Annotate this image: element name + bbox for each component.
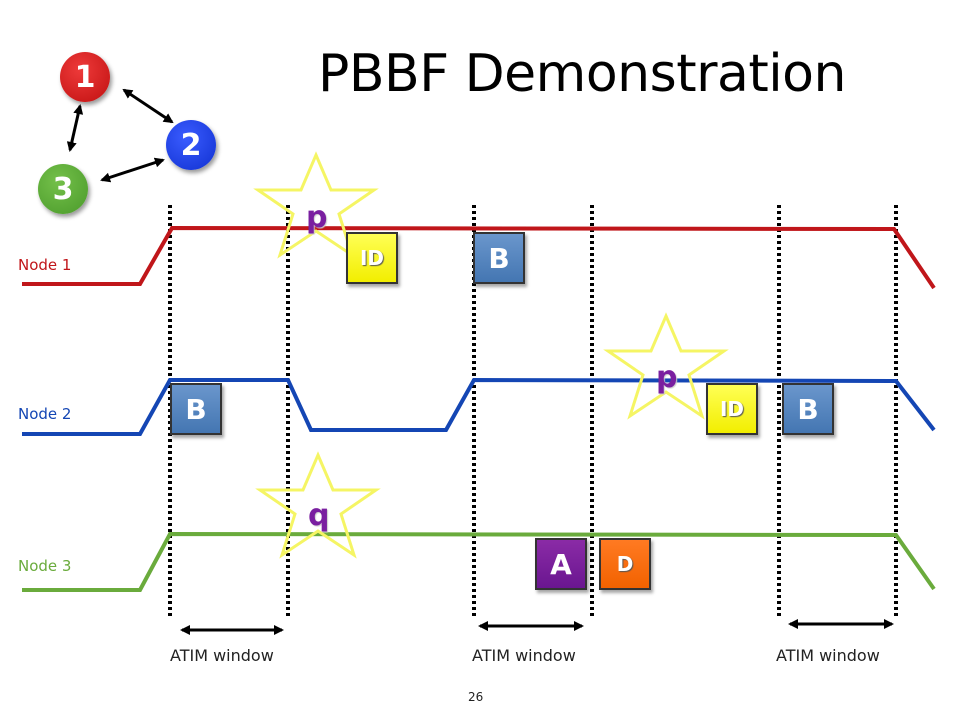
node-2-signal: [22, 377, 936, 436]
node-2-b-packet-2: B: [782, 383, 834, 435]
topology-node-1: 1: [60, 52, 110, 102]
star-p-node-2: [603, 312, 729, 420]
node-3-a-packet: A: [535, 538, 587, 590]
node-2-id-packet: ID: [706, 383, 758, 435]
star-p-node-1: [253, 151, 379, 259]
slide-title: PBBF Demonstration: [318, 44, 846, 104]
node-2-label: Node 2: [18, 405, 72, 423]
atim-arrows: [180, 619, 894, 635]
atim-window-label-3: ATIM window: [776, 646, 880, 665]
node-2-b-packet-1: B: [170, 383, 222, 435]
node-3-signal: [22, 531, 936, 592]
star-q-node-3: [255, 451, 381, 559]
node-3-d-packet: D: [599, 538, 651, 590]
node-3-label: Node 3: [18, 557, 72, 575]
star-q-label-node-3: q: [308, 498, 330, 533]
link-2-3: [100, 157, 165, 183]
star-p-label-node-2: p: [656, 360, 678, 395]
atim-window-label-2: ATIM window: [472, 646, 576, 665]
link-1-3: [66, 104, 84, 152]
node-1-label: Node 1: [18, 256, 72, 274]
topology-links: [66, 88, 174, 183]
node-1-b-packet: B: [473, 232, 525, 284]
page-number: 26: [468, 690, 484, 704]
topology-node-3: 3: [38, 164, 88, 214]
link-1-2: [122, 88, 174, 124]
node-1-id-packet: ID: [346, 232, 398, 284]
star-p-label-node-1: p: [306, 200, 328, 235]
node-1-signal: [22, 225, 936, 290]
atim-window-label-1: ATIM window: [170, 646, 274, 665]
topology-node-2: 2: [166, 120, 216, 170]
